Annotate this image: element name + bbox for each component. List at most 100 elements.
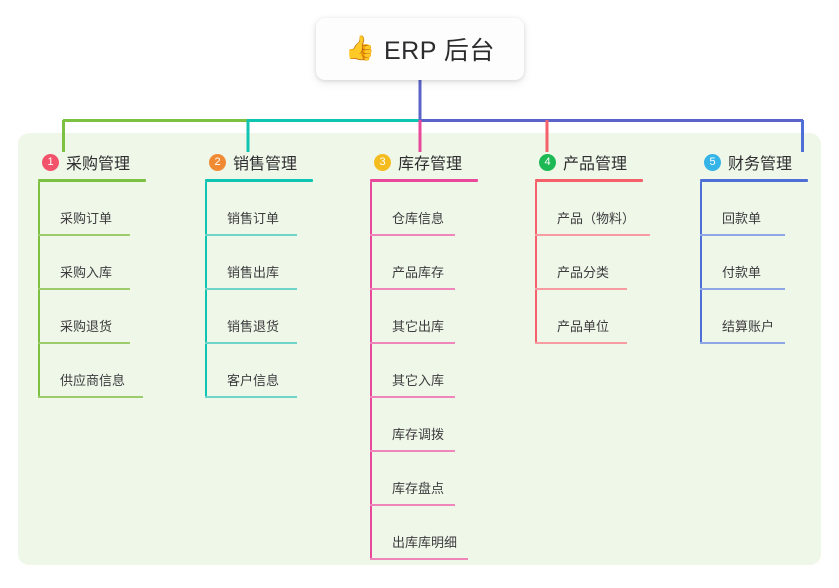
branch-badge-3: 3: [374, 153, 391, 171]
thumbs-up-icon: 👍: [345, 35, 375, 62]
branch-badge-4: 4: [539, 153, 556, 171]
item-label: 产品单位: [557, 319, 610, 334]
list-item[interactable]: 其它出库: [370, 290, 510, 344]
item-rule: [370, 396, 455, 398]
root-node-card[interactable]: 👍 ERP 后台: [316, 18, 524, 80]
list-item[interactable]: 产品库存: [370, 236, 510, 290]
list-item[interactable]: 出库库明细: [370, 506, 510, 560]
item-label: 采购订单: [60, 211, 113, 226]
item-label: 销售出库: [227, 265, 280, 280]
item-rule: [700, 342, 785, 344]
branch-spine-1: [38, 182, 40, 398]
branch-column-3: 3 库存管理 仓库信息 产品库存 其它出库 其它入库 库存调拨: [370, 149, 510, 560]
item-label: 采购退货: [60, 319, 113, 334]
branch-badge-5: 5: [704, 153, 721, 171]
branch-items-1: 采购订单 采购入库 采购退货 供应商信息: [38, 182, 178, 398]
branch-rule-3: [370, 179, 478, 182]
item-rule: [38, 396, 143, 398]
branch-header-3[interactable]: 3 库存管理: [370, 149, 510, 175]
list-item[interactable]: 库存盘点: [370, 452, 510, 506]
item-label: 出库库明细: [392, 535, 458, 550]
list-item[interactable]: 产品分类: [535, 236, 685, 290]
list-item[interactable]: 供应商信息: [38, 344, 178, 398]
branch-column-2: 2 销售管理 销售订单 销售出库 销售退货 客户信息: [205, 149, 345, 398]
list-item[interactable]: 付款单: [700, 236, 839, 290]
item-rule: [38, 342, 130, 344]
item-label: 产品分类: [557, 265, 610, 280]
list-item[interactable]: 库存调拨: [370, 398, 510, 452]
branch-header-1[interactable]: 1 采购管理: [38, 149, 178, 175]
item-rule: [370, 504, 455, 506]
list-item[interactable]: 仓库信息: [370, 182, 510, 236]
branch-title-4: 产品管理: [563, 156, 628, 173]
diagram-panel: [18, 133, 821, 565]
list-item[interactable]: 采购订单: [38, 182, 178, 236]
branch-header-5[interactable]: 5 财务管理: [700, 149, 839, 175]
item-rule: [205, 234, 297, 236]
item-rule: [370, 450, 455, 452]
branch-items-4: 产品（物料） 产品分类 产品单位: [535, 182, 685, 344]
item-label: 其它入库: [392, 373, 445, 388]
item-rule: [205, 288, 297, 290]
item-label: 产品（物料）: [557, 211, 636, 226]
item-label: 库存调拨: [392, 427, 445, 442]
branch-items-2: 销售订单 销售出库 销售退货 客户信息: [205, 182, 345, 398]
branch-column-5: 5 财务管理 回款单 付款单 结算账户: [700, 149, 839, 344]
item-rule: [205, 396, 297, 398]
list-item[interactable]: 销售退货: [205, 290, 345, 344]
branch-title-2: 销售管理: [233, 156, 298, 173]
branch-items-5: 回款单 付款单 结算账户: [700, 182, 839, 344]
list-item[interactable]: 采购退货: [38, 290, 178, 344]
branch-rule-2: [205, 179, 313, 182]
item-rule: [370, 342, 455, 344]
branch-badge-1: 1: [42, 153, 59, 171]
item-rule: [535, 234, 650, 236]
list-item[interactable]: 产品单位: [535, 290, 685, 344]
item-label: 库存盘点: [392, 481, 445, 496]
branch-title-5: 财务管理: [728, 156, 793, 173]
item-label: 客户信息: [227, 373, 280, 388]
branch-spine-4: [535, 182, 537, 344]
list-item[interactable]: 结算账户: [700, 290, 839, 344]
item-label: 其它出库: [392, 319, 445, 334]
item-label: 销售退货: [227, 319, 280, 334]
item-label: 采购入库: [60, 265, 113, 280]
item-rule: [535, 288, 627, 290]
list-item[interactable]: 采购入库: [38, 236, 178, 290]
list-item[interactable]: 销售订单: [205, 182, 345, 236]
item-label: 付款单: [722, 265, 762, 280]
branch-spine-3: [370, 182, 372, 560]
item-label: 结算账户: [722, 319, 775, 334]
item-rule: [700, 234, 785, 236]
item-rule: [700, 288, 785, 290]
item-rule: [370, 234, 455, 236]
page-title: ERP 后台: [383, 37, 495, 65]
branch-rule-1: [38, 179, 146, 182]
item-rule: [38, 288, 130, 290]
list-item[interactable]: 回款单: [700, 182, 839, 236]
item-rule: [38, 234, 130, 236]
branch-column-4: 4 产品管理 产品（物料） 产品分类 产品单位: [535, 149, 685, 344]
item-rule: [370, 558, 468, 560]
item-label: 产品库存: [392, 265, 445, 280]
list-item[interactable]: 产品（物料）: [535, 182, 685, 236]
branch-badge-2: 2: [209, 153, 226, 171]
branch-header-4[interactable]: 4 产品管理: [535, 149, 685, 175]
branch-spine-5: [700, 182, 702, 344]
branch-spine-2: [205, 182, 207, 398]
branch-rule-4: [535, 179, 643, 182]
branch-title-3: 库存管理: [398, 156, 463, 173]
list-item[interactable]: 其它入库: [370, 344, 510, 398]
branch-column-1: 1 采购管理 采购订单 采购入库 采购退货 供应商信息: [38, 149, 178, 398]
list-item[interactable]: 销售出库: [205, 236, 345, 290]
list-item[interactable]: 客户信息: [205, 344, 345, 398]
item-rule: [205, 342, 297, 344]
item-label: 销售订单: [227, 211, 280, 226]
branch-title-1: 采购管理: [66, 156, 131, 173]
item-label: 仓库信息: [392, 211, 445, 226]
branch-rule-5: [700, 179, 808, 182]
branch-header-2[interactable]: 2 销售管理: [205, 149, 345, 175]
branch-items-3: 仓库信息 产品库存 其它出库 其它入库 库存调拨 库存盘点: [370, 182, 510, 560]
